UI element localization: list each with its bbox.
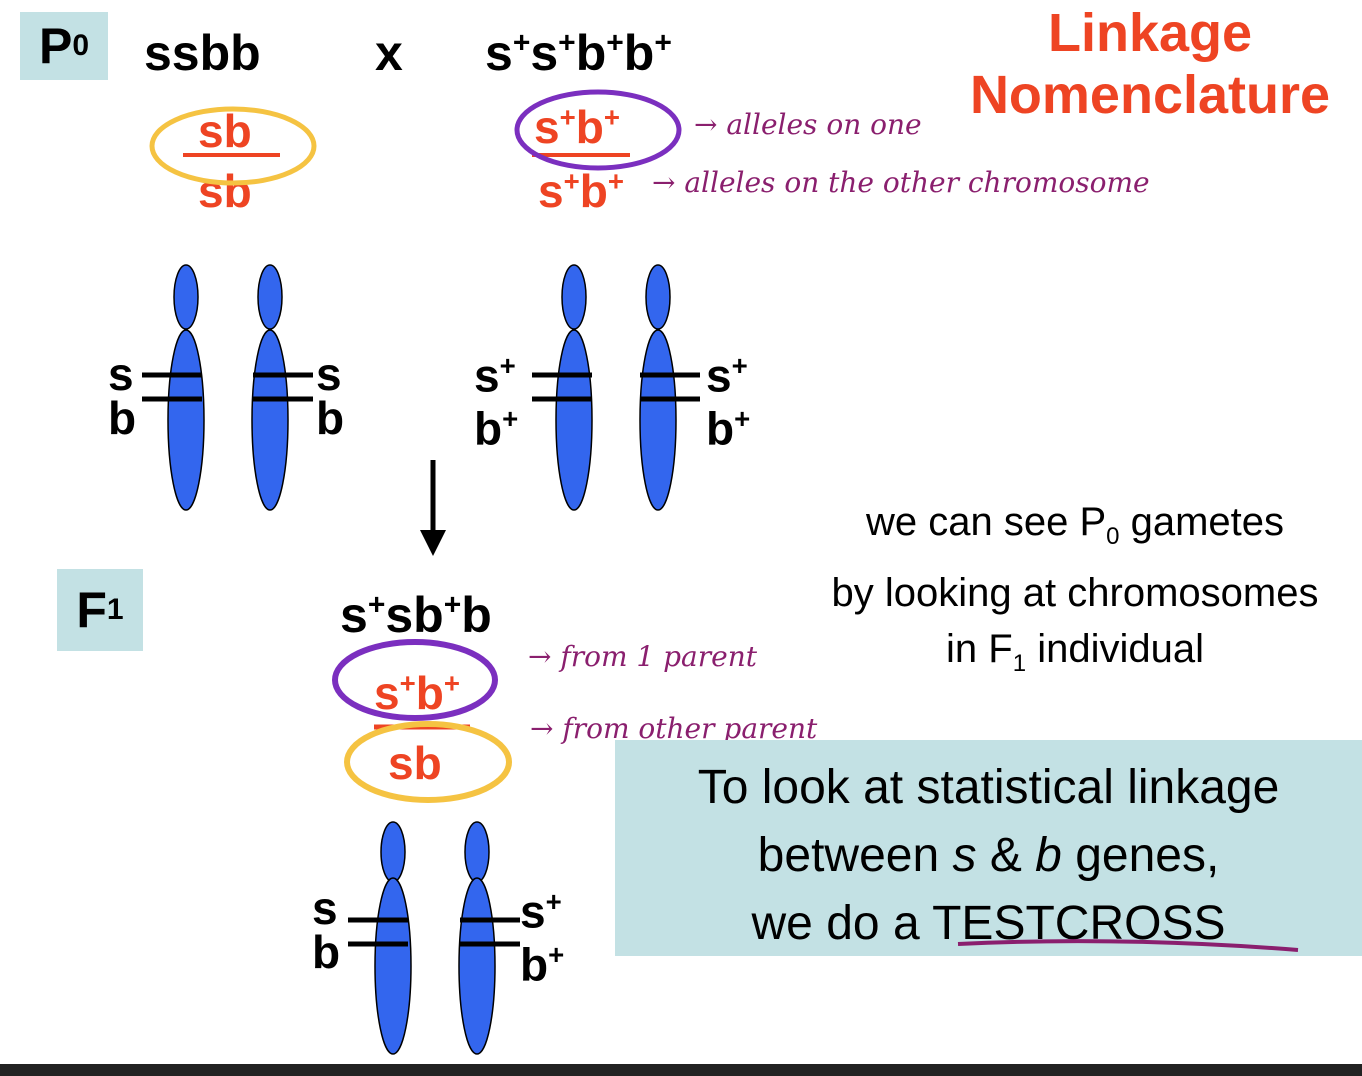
p0-right-locus-labels-2: s+ b+ <box>706 349 751 455</box>
p0-right-top-allele: s+b+ <box>534 101 620 153</box>
f1-genotype: s+sb+b <box>340 587 492 643</box>
testcross-box: To look at statistical linkage between s… <box>615 740 1362 956</box>
p0-left-chromosome-1 <box>167 264 205 511</box>
p0-right-locus-labels: s+ b+ <box>474 349 519 455</box>
p0-right-bottom-allele: s+b+ <box>538 165 624 217</box>
p0-right-chromosome-2 <box>639 264 677 511</box>
page-title: Linkage Nomenclature <box>969 3 1331 125</box>
f1-left-chromosome <box>374 821 412 1055</box>
note-from-one-parent: → from 1 parent <box>528 640 757 673</box>
p0-left-chromosome-2 <box>251 264 289 511</box>
f1-right-locus-labels: s+ b+ <box>520 885 565 991</box>
testcross-keyword: TESTCROSS <box>932 897 1226 950</box>
f1-top-allele: s+b+ <box>374 667 460 719</box>
p0-left-bottom-allele: sb <box>198 165 252 217</box>
p0-right-chromosome-1 <box>555 264 593 511</box>
note-alleles-other: → alleles on the other chromosome <box>652 166 1150 199</box>
cross-symbol: x <box>375 25 403 81</box>
p0-left-top-allele: sb <box>198 105 252 157</box>
bottom-bar <box>0 1064 1362 1076</box>
down-arrow <box>420 460 446 556</box>
note-alleles-one: → alleles on one <box>694 108 922 141</box>
f1-bottom-allele: sb <box>388 737 442 789</box>
p0-left-genotype: ssbb <box>144 25 261 81</box>
f1-right-chromosome <box>458 821 496 1055</box>
p0-right-genotype: s+s+b+b+ <box>485 25 672 81</box>
note-from-other-parent: → from other parent <box>530 712 818 745</box>
caption-text: we can see P0 gametes by looking at chro… <box>831 500 1319 677</box>
